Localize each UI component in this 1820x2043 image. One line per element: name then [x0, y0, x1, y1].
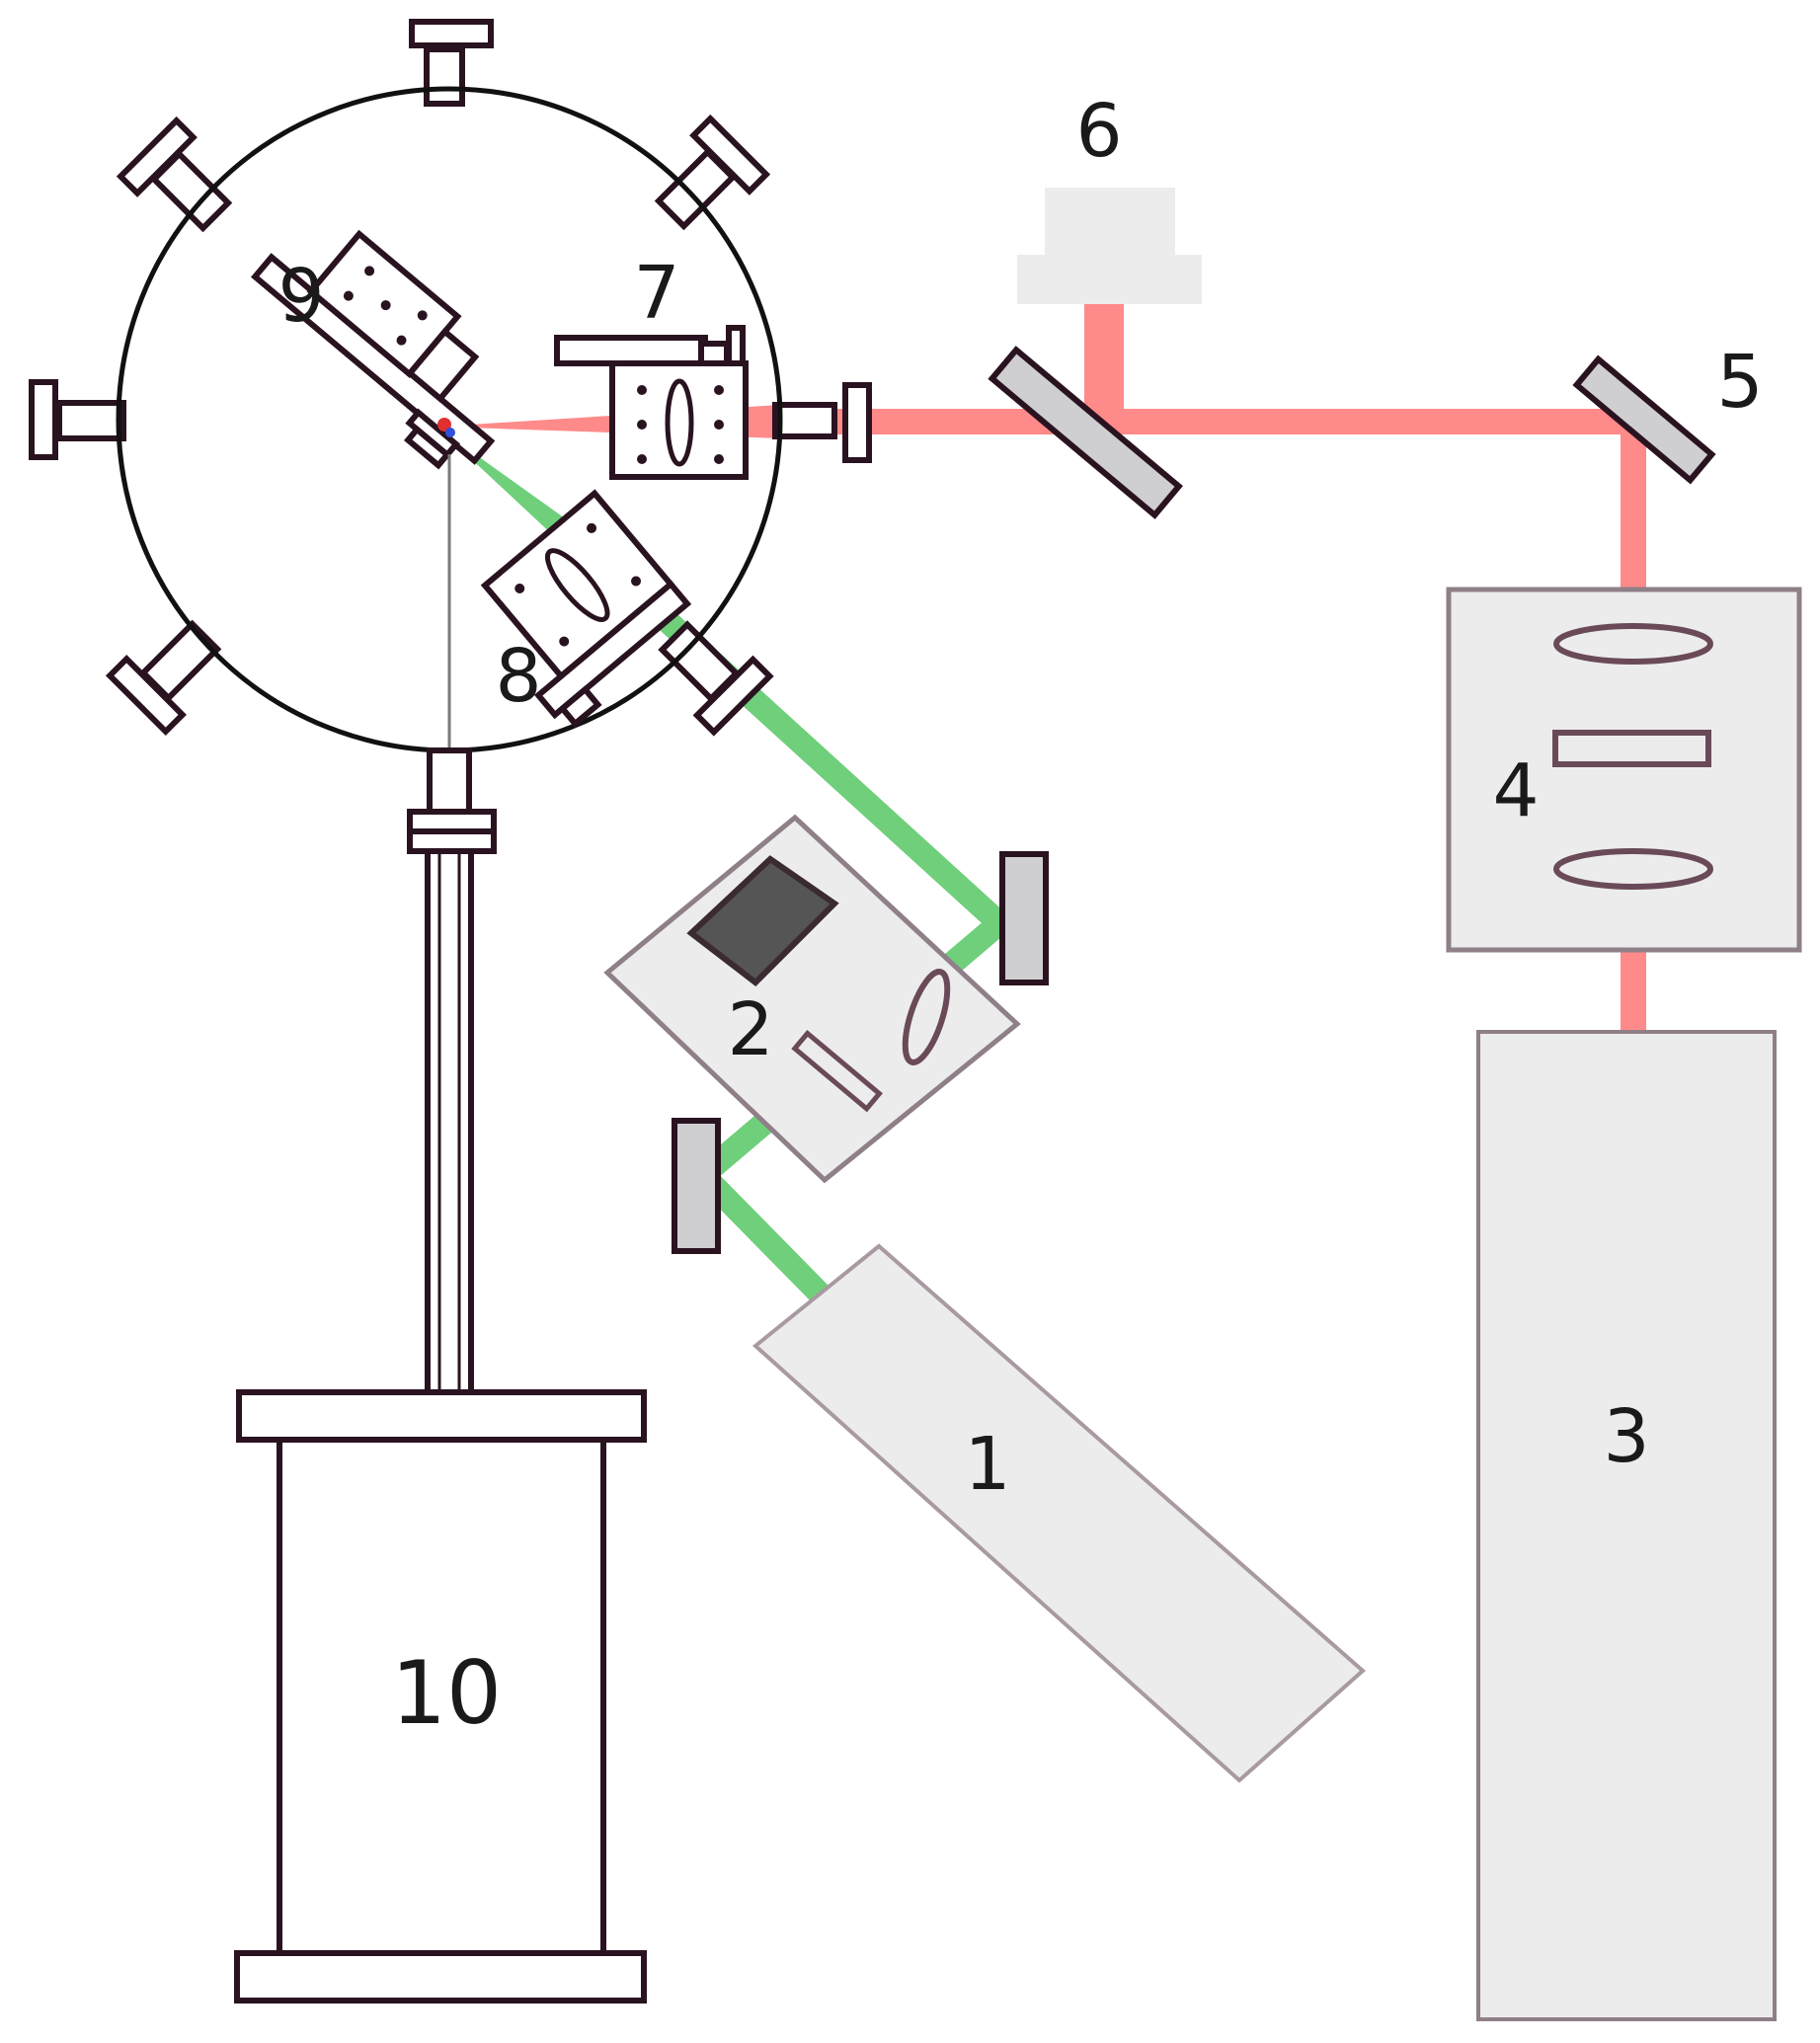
component-5-mirror: 5	[1572, 340, 1764, 485]
port-top	[409, 19, 494, 107]
lens-4a	[1553, 623, 1713, 665]
lens-8	[544, 548, 610, 622]
chamber-ports	[29, 19, 872, 737]
component-9-target-holder	[250, 229, 496, 470]
plate-2	[791, 1029, 883, 1113]
lens-7	[665, 378, 694, 467]
dark-chip	[686, 855, 839, 986]
label-1: 1	[964, 1422, 1010, 1507]
red-beam-horizontal	[780, 409, 1646, 434]
component-1-laser-green: 1	[752, 1243, 1367, 1783]
red-beam-to-detector	[1084, 296, 1124, 420]
label-8: 8	[495, 634, 541, 719]
label-3: 3	[1603, 1394, 1649, 1479]
port-lower-left	[105, 619, 222, 737]
label-2: 2	[727, 987, 773, 1072]
label-10: 10	[391, 1642, 502, 1744]
component-4-beam-optics: 4	[1446, 587, 1802, 953]
green-mirrors	[672, 851, 1049, 1254]
label-9: 9	[277, 254, 324, 339]
beam-splitter	[988, 346, 1183, 519]
component-8-collection-lens	[480, 489, 692, 729]
plate-4	[1552, 730, 1711, 767]
label-4: 4	[1492, 748, 1539, 833]
label-6: 6	[1075, 89, 1122, 174]
label-7: 7	[633, 251, 679, 336]
port-upper-left	[116, 116, 233, 233]
port-upper-right	[654, 114, 771, 231]
component-2-beam-conditioning: 2	[603, 814, 1021, 1184]
mirror-green-lower	[672, 1118, 721, 1254]
lens-2	[902, 969, 951, 1065]
optical-fiber	[407, 454, 497, 1395]
component-10-spectrometer: 10	[234, 1389, 647, 2004]
port-right	[772, 382, 872, 463]
lens-4b	[1553, 848, 1713, 890]
label-5: 5	[1716, 340, 1763, 425]
green-beam-seg1	[694, 1166, 829, 1302]
mirror-green-upper	[999, 851, 1049, 985]
component-7-focusing-lens: 7	[554, 251, 749, 480]
component-6-detector: 6	[1017, 89, 1202, 304]
port-lower-right	[658, 620, 774, 737]
port-left	[29, 379, 126, 460]
target-spot	[437, 418, 455, 437]
component-3-laser-red: 3	[1476, 1030, 1777, 2021]
